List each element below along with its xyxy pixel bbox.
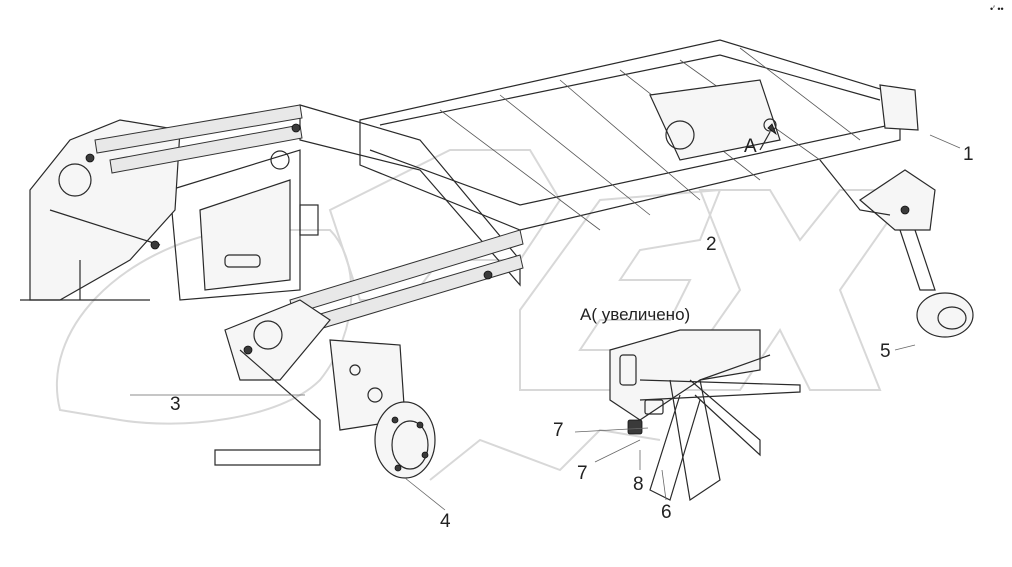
main-frame [359,39,919,231]
callout-1: 1 [963,144,974,165]
front-arm-assembly [214,229,524,479]
detail-caption: A( увеличено) [580,305,690,324]
callout-4: 4 [440,511,451,532]
cross-beam [169,104,521,301]
corner-mark: •′ •• [990,4,1004,14]
left-arm-assembly [20,104,303,301]
callouts: 1 2 3 4 5 6 7 7 8 A A( увеличено) •′ •• [170,4,1004,532]
view-arrow-a [759,123,777,151]
callout-6: 6 [661,502,672,523]
callout-2: 2 [706,234,717,255]
callout-7-upper: 7 [553,420,564,441]
callout-5: 5 [880,341,891,362]
callout-8: 8 [633,474,644,495]
callout-7-lower: 7 [577,463,588,484]
detail-view-a [609,329,801,502]
right-strut-assembly [819,159,974,338]
watermark-logo [55,149,912,481]
callout-arrow-a: A [744,136,757,157]
callout-3: 3 [170,394,181,415]
leader-lines [130,134,961,511]
